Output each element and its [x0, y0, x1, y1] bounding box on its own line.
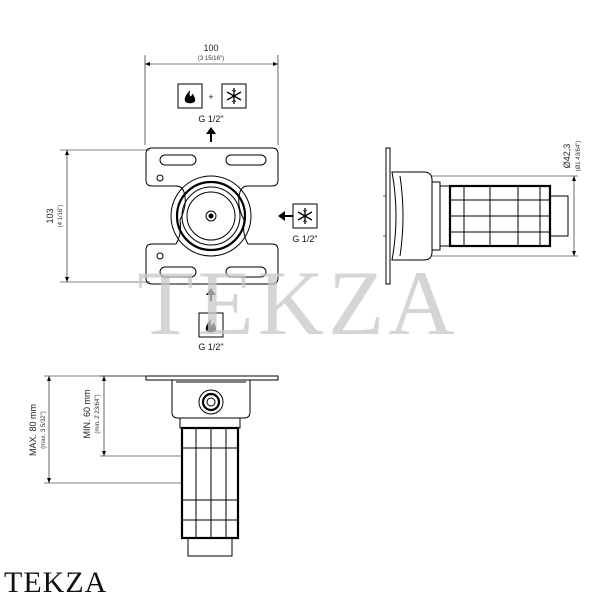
width-dimension: 100	[203, 43, 218, 53]
right-connection-label: G 1/2"	[292, 234, 317, 244]
min-depth-dimension-inch: (min. 2 23/64")	[95, 394, 101, 433]
max-depth-dimension: MAX. 80 mm	[28, 404, 38, 456]
bottom-connection-label: G 1/2"	[198, 342, 223, 352]
width-dimension-inch: (3 15/16")	[198, 56, 224, 62]
diameter-dimension: Ø42,3	[562, 144, 572, 169]
flame-icon	[205, 319, 217, 333]
front-view: 100 (3 15/16") 103 (4 1/16") +	[45, 43, 318, 352]
height-dimension-inch: (4 1/16")	[58, 205, 64, 228]
diameter-dimension-inch: (Ø1 43/64")	[576, 141, 582, 172]
watermark-center: TEKZA	[137, 252, 458, 354]
watermark-corner: TEKZA	[4, 566, 108, 599]
bottom-view: MAX. 80 mm (max. 3 5/32") MIN. 60 mm (mi…	[28, 375, 279, 557]
snowflake-icon	[226, 88, 242, 104]
side-view: Ø42,3 (Ø1 43/64")	[383, 141, 582, 285]
max-depth-dimension-inch: (max. 3 5/32")	[41, 411, 47, 448]
min-depth-dimension: MIN. 60 mm	[82, 389, 92, 438]
flame-icon	[184, 90, 196, 104]
height-dimension: 103	[45, 208, 55, 223]
snowflake-icon	[297, 208, 313, 224]
plus-sign: +	[208, 92, 213, 102]
top-connection-label: G 1/2"	[198, 114, 223, 124]
